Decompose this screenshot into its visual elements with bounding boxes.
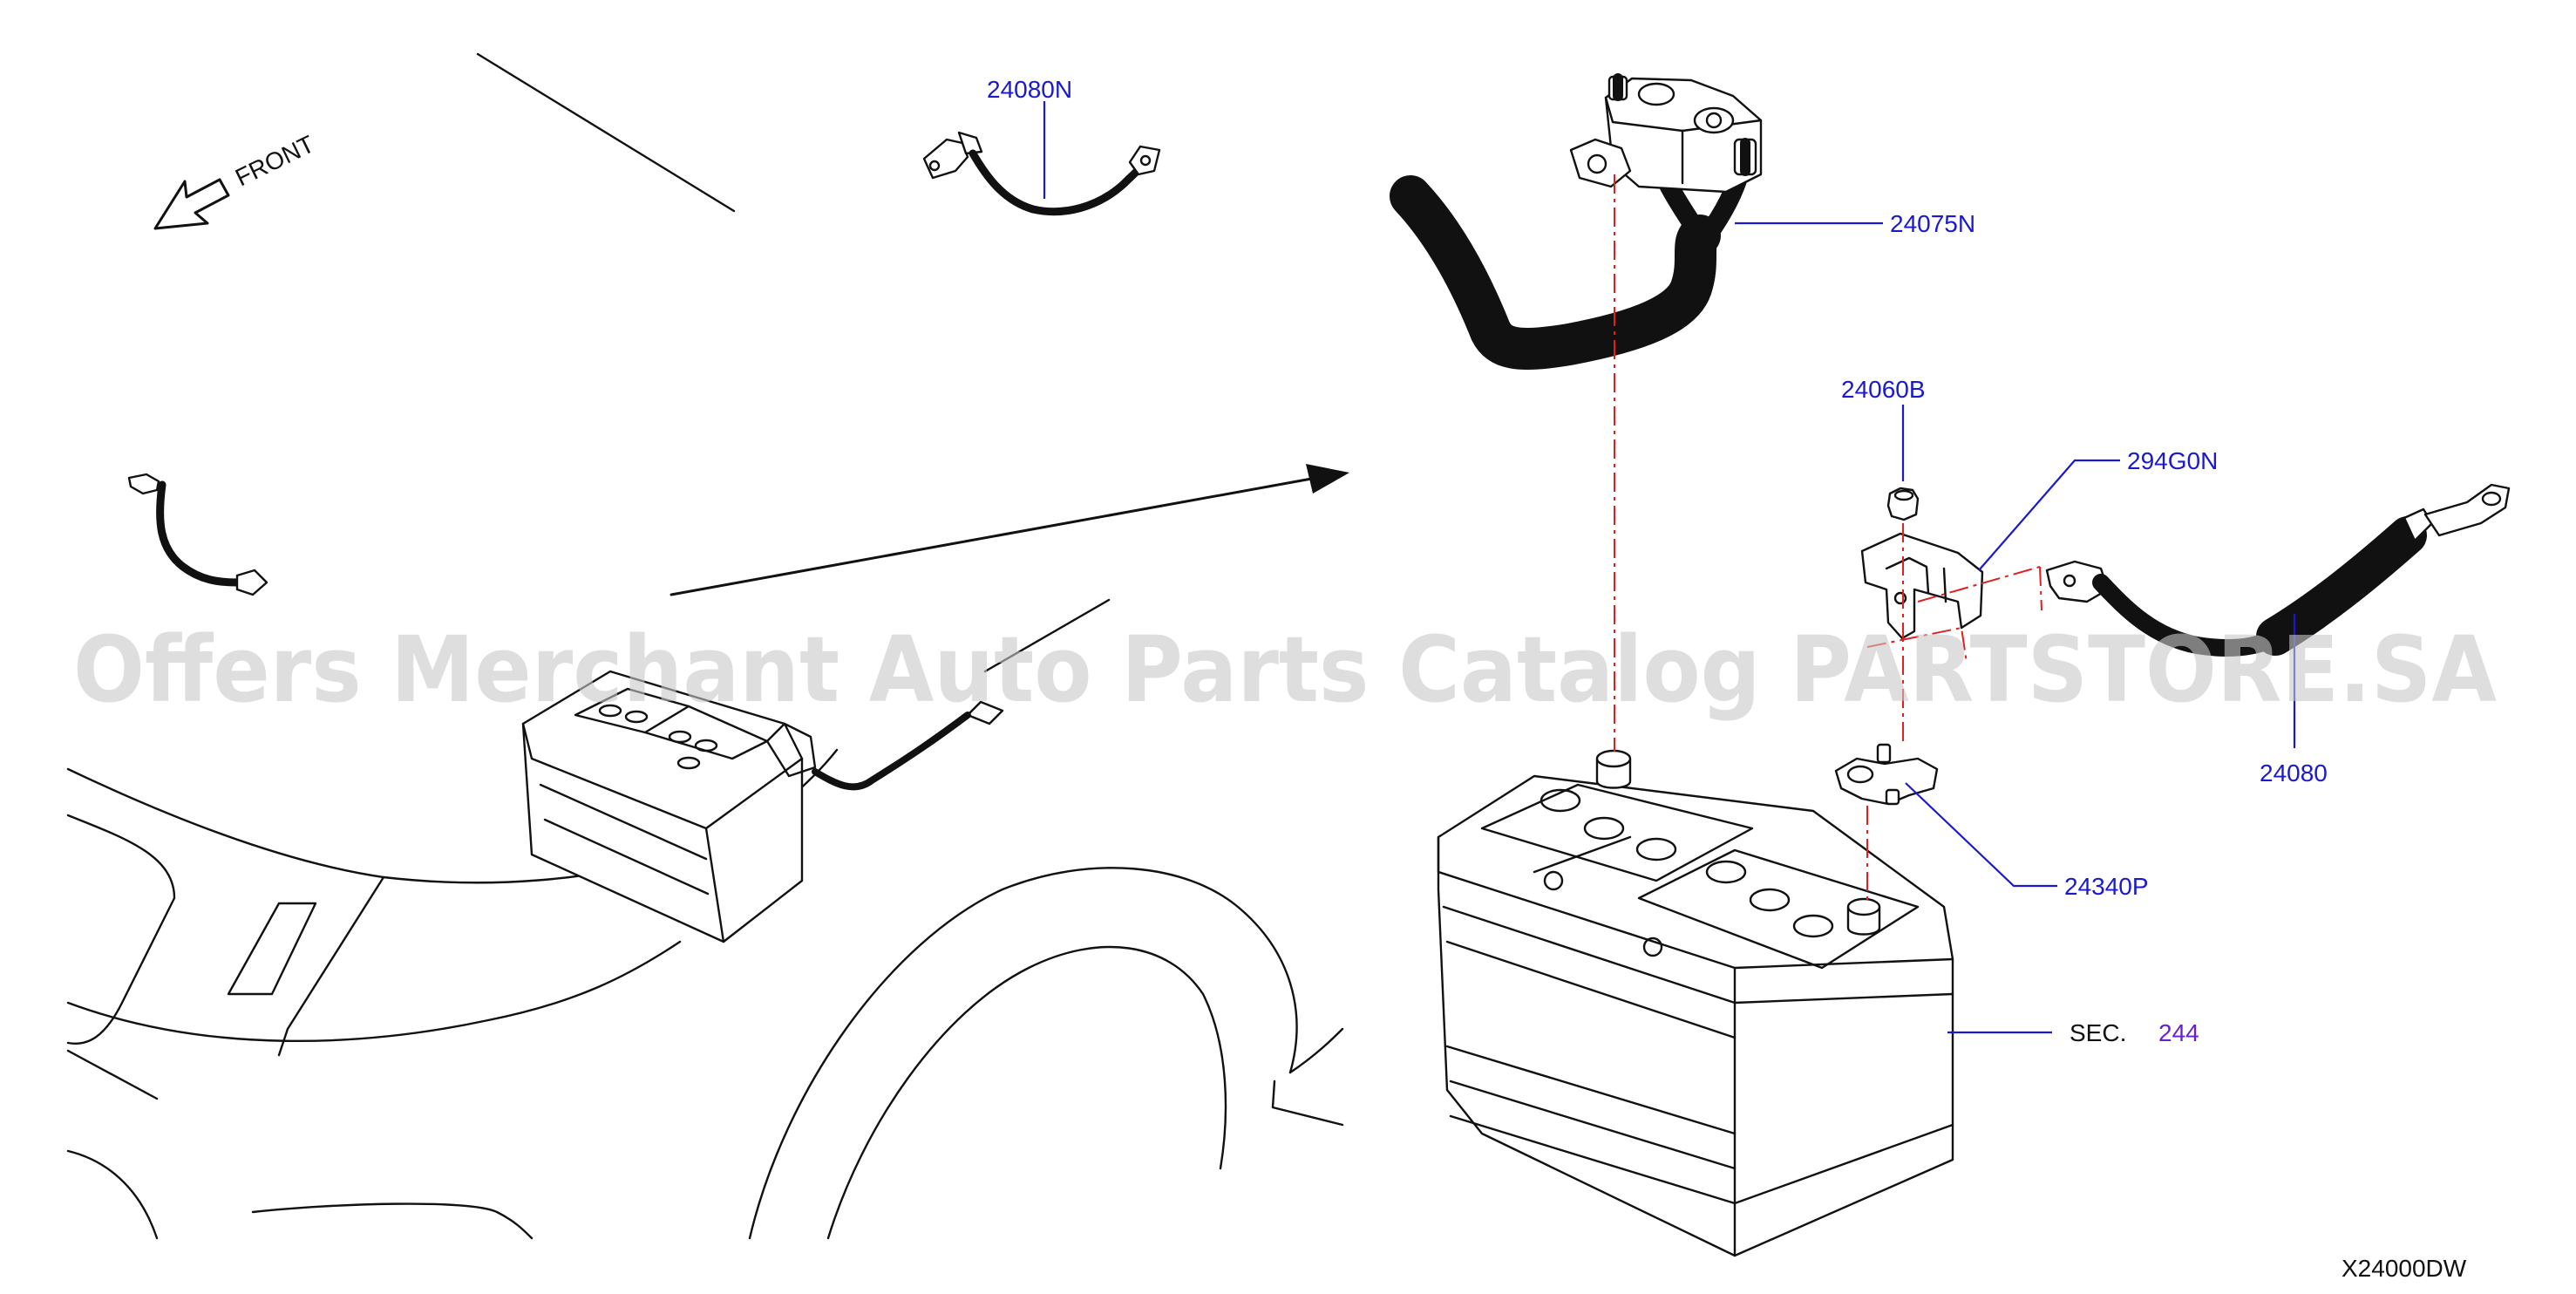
overview-pointer-arrow xyxy=(669,464,1349,596)
assembly-centerlines xyxy=(1614,174,2042,903)
callout-leaders xyxy=(1043,101,2296,1034)
diagram-code: X24000DW xyxy=(2342,1255,2467,1282)
watermark-text: Offers Merchant Auto Parts Catalog PARTS… xyxy=(73,616,2497,723)
bracket-294G0N-illustration xyxy=(1860,532,1984,640)
callout-24080: 24080 xyxy=(2260,759,2328,787)
cable-24080N-illustration xyxy=(922,131,1161,216)
callout-24060B: 24060B xyxy=(1841,376,1926,403)
callout-battery-sec-prefix: SEC. xyxy=(2070,1019,2126,1046)
front-direction-indicator: FRONT xyxy=(153,130,318,230)
callout-294G0N: 294G0N xyxy=(2127,447,2218,474)
main-battery-illustration xyxy=(1437,749,1954,1257)
front-arrow-icon xyxy=(153,178,230,230)
left-ground-cable xyxy=(127,473,268,596)
callout-battery-sec-number: 244 xyxy=(2158,1019,2199,1046)
nut-24060B-illustration xyxy=(1886,487,1920,521)
front-label: FRONT xyxy=(231,130,318,191)
car-body-outline xyxy=(66,52,1344,1240)
overview-battery-assembly xyxy=(521,670,1004,943)
callout-24080N: 24080N xyxy=(987,76,1072,103)
cable-24080-illustration xyxy=(2045,483,2511,657)
callout-24075N: 24075N xyxy=(1890,210,1975,237)
harness-24075N-illustration xyxy=(1390,73,1763,370)
callout-24340P: 24340P xyxy=(2064,873,2149,900)
terminal-clamp-24340P-illustration xyxy=(1834,743,1939,806)
